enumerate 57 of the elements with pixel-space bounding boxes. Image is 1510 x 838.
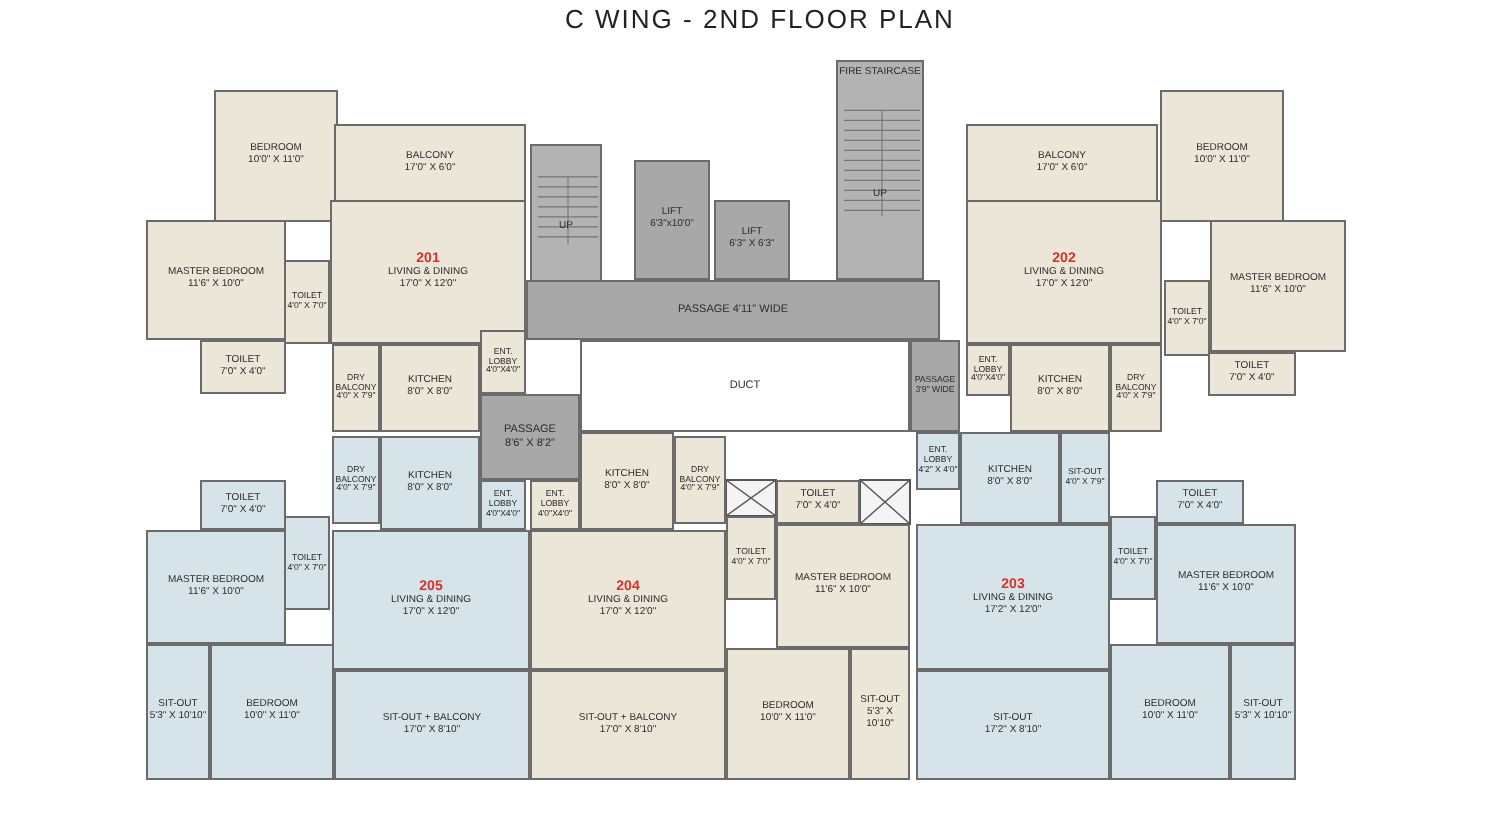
room-area — [726, 648, 850, 780]
room-area — [210, 644, 334, 780]
room-area — [776, 524, 910, 648]
room-area — [146, 220, 286, 340]
room-area — [850, 648, 910, 780]
room-area — [380, 344, 480, 432]
room-area — [1210, 220, 1346, 352]
lift-shaft — [714, 200, 790, 280]
room-area — [726, 516, 776, 600]
living-room-area — [530, 530, 726, 670]
room-area — [332, 436, 380, 524]
room-area — [1156, 524, 1296, 644]
room-area — [480, 330, 526, 394]
room-area — [200, 340, 286, 394]
room-area — [966, 344, 1010, 396]
passage-area — [910, 340, 960, 432]
room-area — [146, 644, 210, 780]
living-room-area — [332, 530, 530, 670]
room-area — [1060, 432, 1110, 524]
room-area — [380, 436, 480, 530]
passage-area — [480, 394, 580, 480]
room-area — [916, 432, 960, 490]
room-area — [1110, 644, 1230, 780]
room-area — [1208, 352, 1296, 396]
room-area — [530, 480, 580, 530]
living-room-area — [966, 200, 1162, 344]
room-area — [284, 516, 330, 610]
room-area — [674, 436, 726, 524]
room-area — [1160, 90, 1284, 222]
room-area — [1230, 644, 1296, 780]
room-area — [960, 432, 1060, 524]
room-area — [1110, 516, 1156, 600]
room-area — [530, 670, 726, 780]
room-area — [1010, 344, 1110, 432]
room-area — [334, 670, 530, 780]
room-area — [284, 260, 330, 344]
lift-shaft — [634, 160, 710, 280]
living-room-area — [330, 200, 526, 344]
staircase — [836, 60, 924, 280]
room-area — [332, 344, 380, 432]
room-area — [200, 480, 286, 530]
passage-area — [526, 280, 940, 340]
room-area — [480, 480, 526, 530]
staircase — [530, 144, 602, 284]
room-area — [916, 670, 1110, 780]
room-area — [146, 530, 286, 644]
plan-title: C WING - 2ND FLOOR PLAN — [563, 4, 957, 34]
room-area — [334, 124, 526, 204]
room-area — [1156, 480, 1244, 524]
room-area — [214, 90, 338, 222]
duct-area — [580, 340, 910, 432]
room-area — [776, 480, 860, 524]
room-area — [966, 124, 1158, 204]
room-area — [580, 432, 674, 530]
room-area — [1110, 344, 1162, 432]
living-room-area — [916, 524, 1110, 670]
room-area — [1164, 280, 1210, 356]
